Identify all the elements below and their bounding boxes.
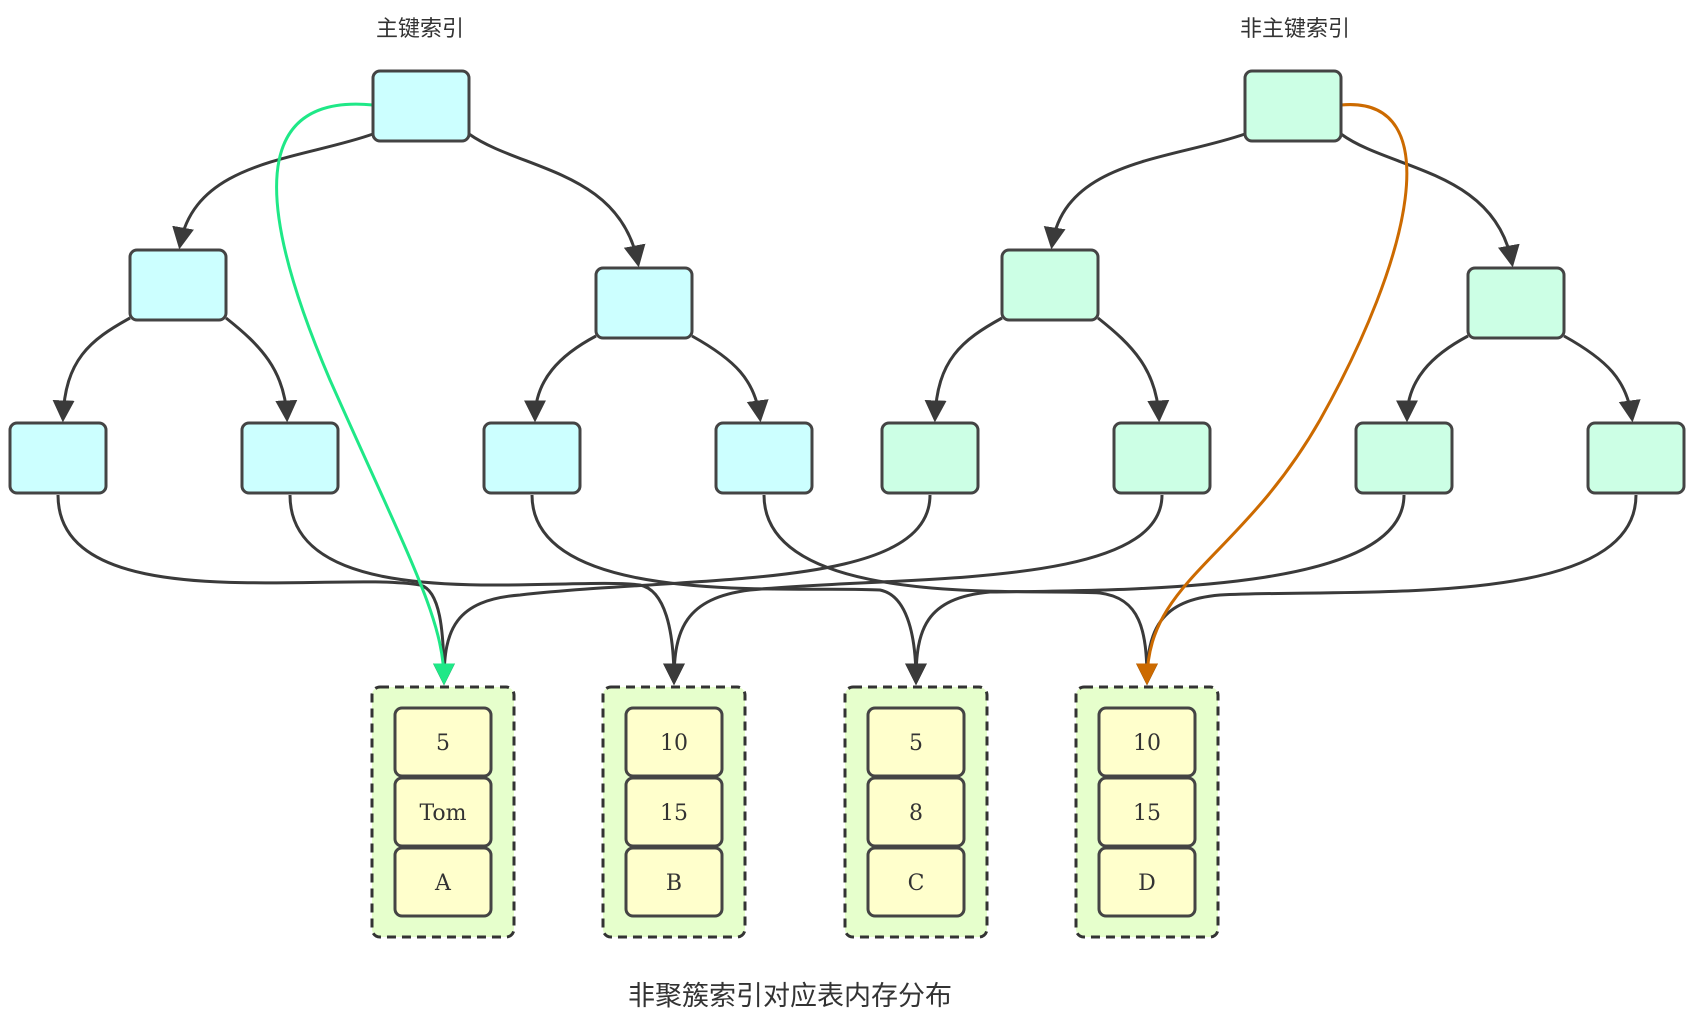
tree-edge [1097,316,1170,423]
leaf-row-edge [288,494,685,686]
tree-edge [468,132,646,268]
edges-layer [52,132,1641,686]
row-cell [393,706,493,778]
row-cell [1097,776,1197,848]
row-cell-value: Tom [419,801,466,826]
tree-edge [524,334,597,423]
row-cell [624,776,724,848]
row-cell [866,776,966,848]
leaf-row-edge [433,494,932,686]
primary-inner-node-left [128,248,228,322]
tree-edge [691,334,769,423]
row-cell-value: A [434,871,452,896]
tree-edge [52,316,131,423]
row-cell [624,846,724,918]
secondary-inner-node-left [1000,248,1100,322]
secondary-lookup-path [1136,103,1409,686]
leaf-row-edge [56,494,455,686]
tree-edge [1043,132,1246,250]
primary-index-tree [8,69,814,495]
row-cell-value: 10 [660,731,688,756]
tree-edge [1563,334,1641,423]
secondary-leaf-node-4 [1586,421,1686,495]
row-cell [1097,846,1197,918]
secondary-leaf-node-3 [1354,421,1454,495]
primary-leaf-node-4 [714,421,814,495]
secondary-root-node [1243,69,1343,143]
primary-root-node [371,69,471,143]
primary-leaf-node-3 [482,421,582,495]
row-cell-value: B [666,871,682,896]
row-cell [866,846,966,918]
primary-inner-node-right [594,266,694,340]
row-cell [1097,706,1197,778]
row-cell [393,846,493,918]
leaf-row-edge [1136,494,1638,686]
row-cell [393,776,493,848]
secondary-leaf-node-1 [880,421,980,495]
tree-edge [1340,132,1520,268]
row-cell-value: 10 [1133,731,1161,756]
table-row-group: 5 8C [843,685,989,939]
leaf-row-edge [663,494,1164,686]
secondary-index-tree [880,69,1686,495]
row-cell-value: 5 [436,731,450,756]
tree-edge [172,132,374,250]
row-cell [866,706,966,778]
row-cell-value: C [908,871,925,896]
primary-leaf-node-1 [8,421,108,495]
leaf-row-edge [530,494,927,686]
row-cell-value: 15 [660,801,688,826]
row-cell-value: 8 [909,801,923,826]
secondary-inner-node-right [1466,266,1566,340]
row-cell-value: D [1138,871,1156,896]
row-cell-value: 15 [1133,801,1161,826]
row-cell-value: 5 [909,731,923,756]
highlight-edges-layer [275,102,1409,686]
secondary-leaf-node-2 [1112,421,1212,495]
leaf-row-edge [905,494,1406,686]
table-row-group: 10 15D [1074,685,1220,939]
tree-edge [924,316,1003,423]
primary-lookup-path [275,102,455,686]
tree-edge [1396,334,1469,423]
diagram-caption: 非聚簇索引对应表内存分布 [628,981,952,1012]
primary-index-title: 主键索引 [376,17,464,42]
table-row-group: 10 15B [601,685,747,939]
secondary-index-title: 非主键索引 [1240,17,1350,42]
row-cell [624,706,724,778]
primary-leaf-node-2 [240,421,340,495]
tree-edge [225,316,298,423]
